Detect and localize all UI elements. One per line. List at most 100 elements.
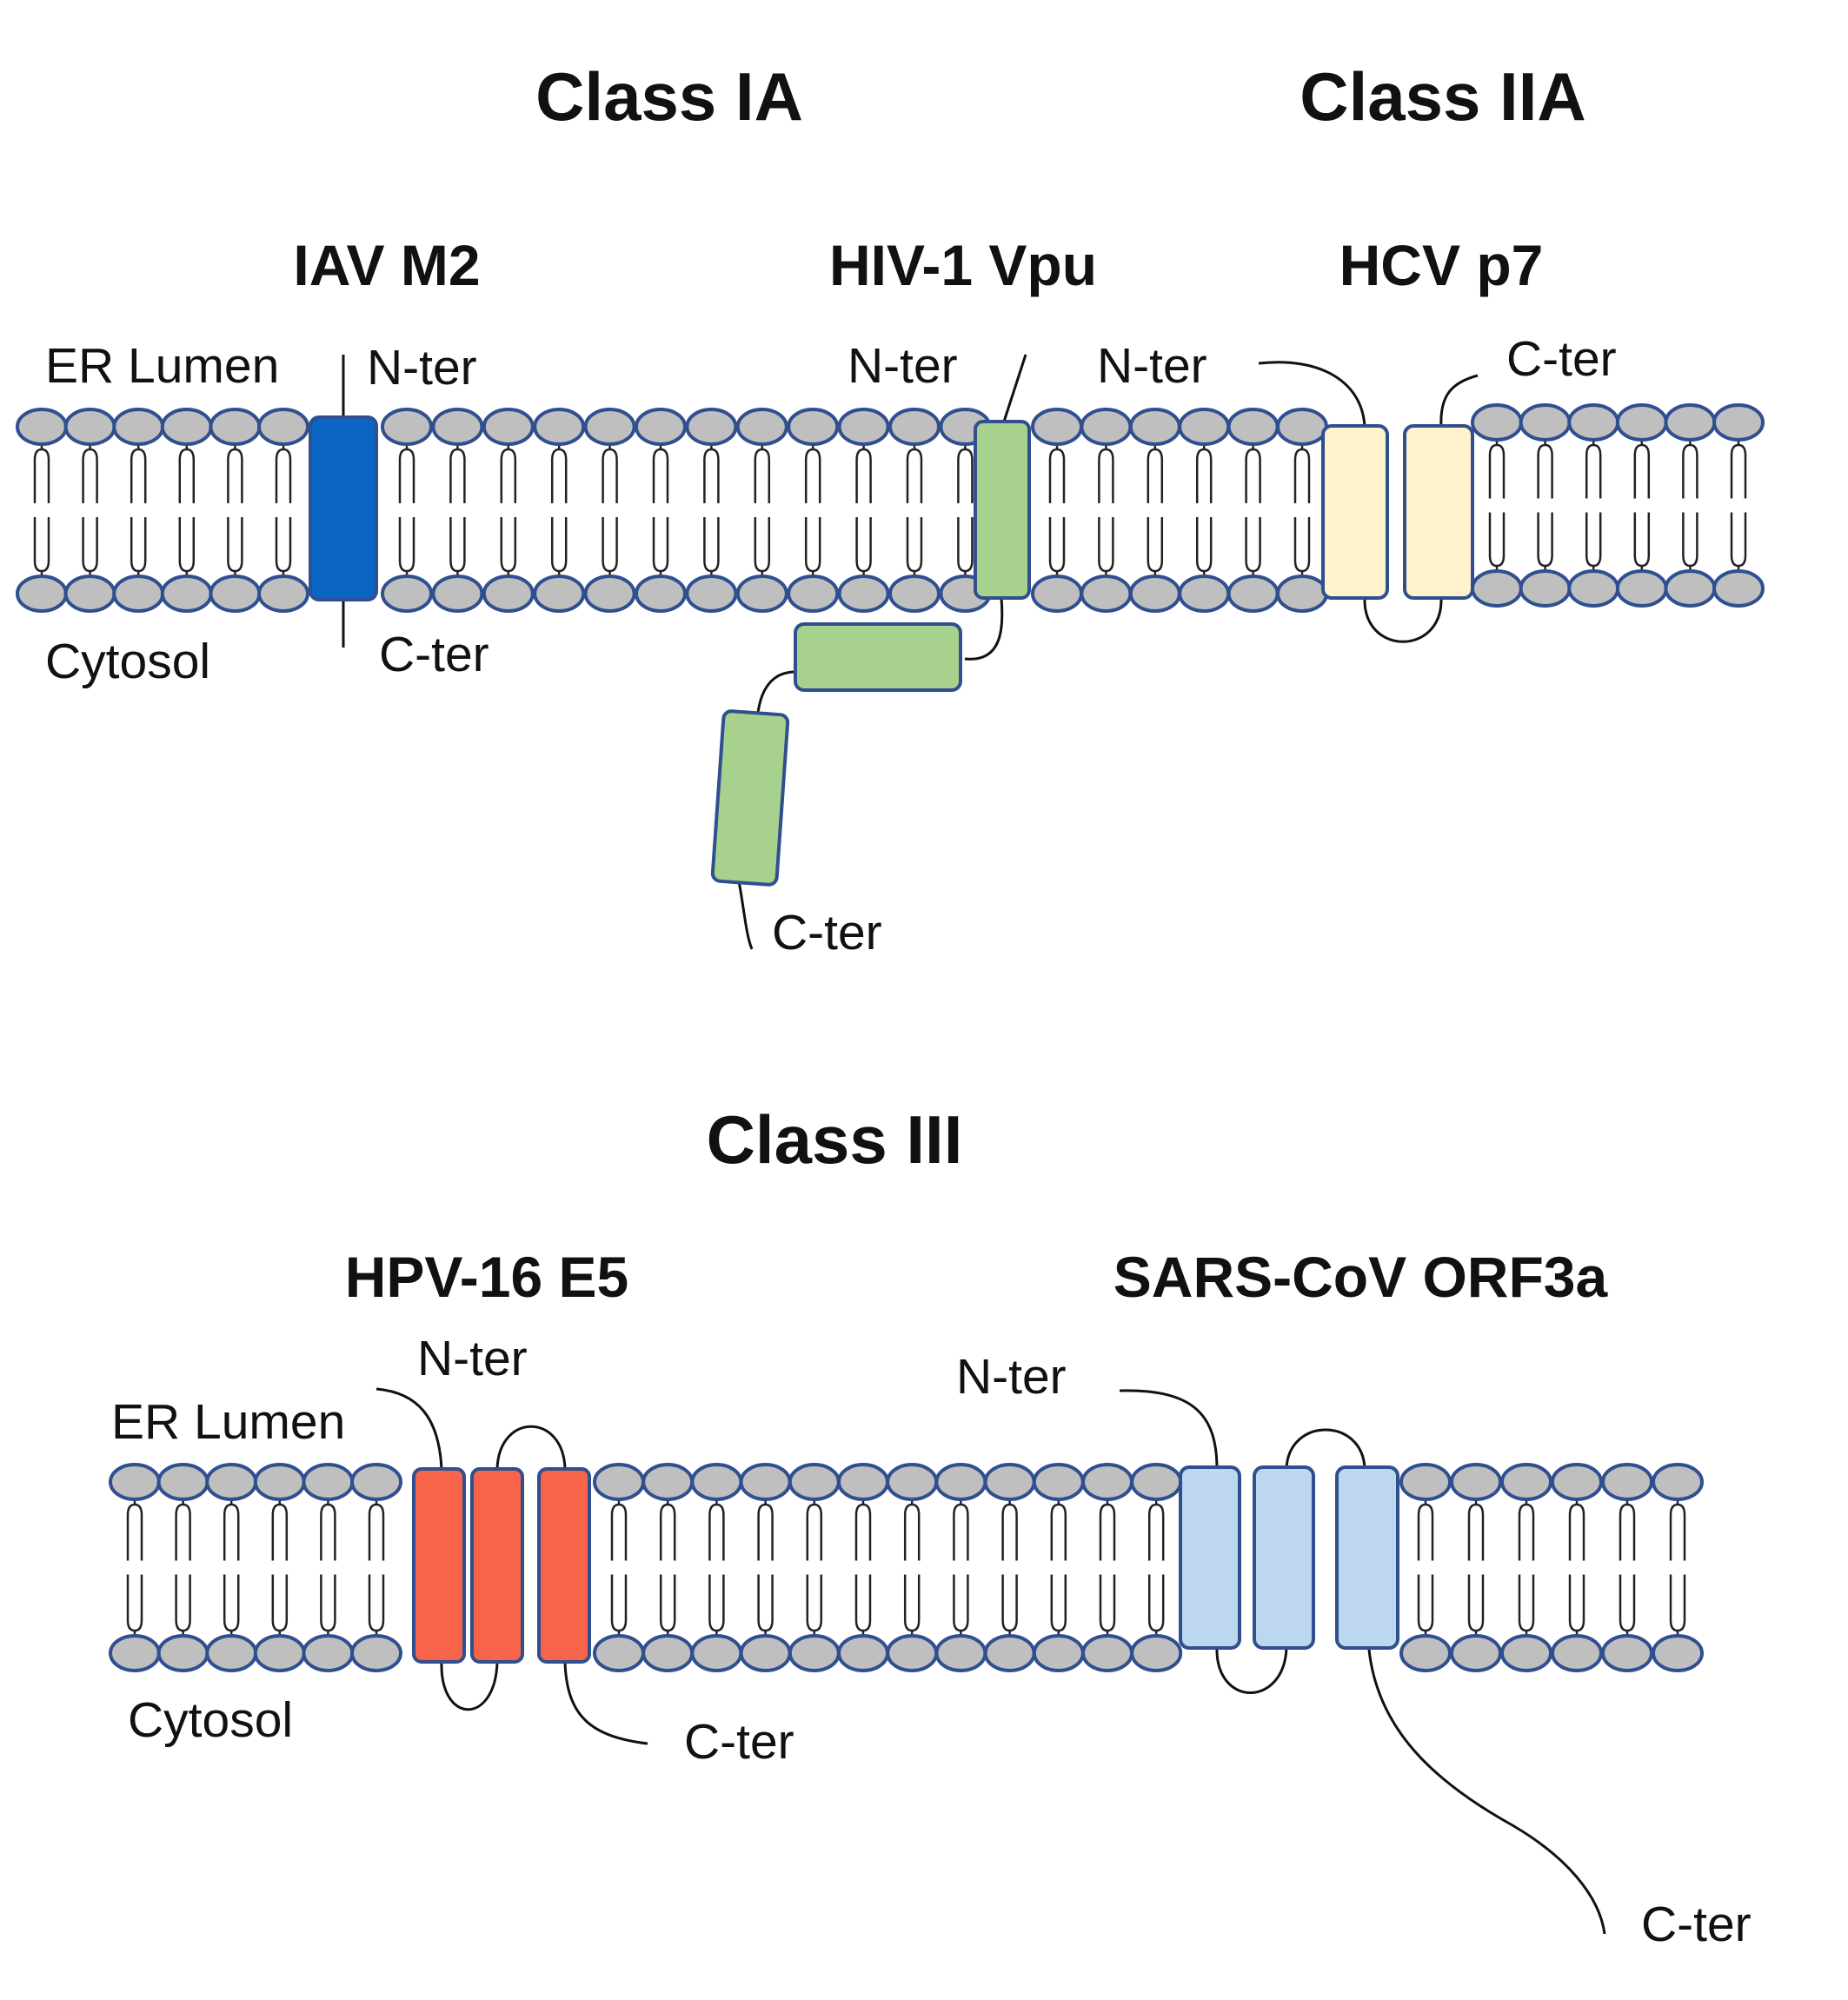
lipid-tail [957, 448, 974, 503]
lipid-head [1031, 408, 1083, 446]
sars-orf3a-loop-1 [1215, 1646, 1288, 1694]
lipid-tail [652, 517, 669, 573]
lipid-head [1276, 575, 1328, 613]
lipid-head [837, 575, 890, 613]
lipid-head [209, 408, 262, 446]
lipid-tail [610, 1503, 628, 1561]
lipid-tail [1669, 1574, 1686, 1632]
lipid-head [837, 408, 890, 446]
lipid-tail [33, 517, 50, 573]
class-iia-title: Class IIA [1300, 58, 1585, 135]
lipid-tail [130, 448, 147, 503]
lipid-tail [175, 1574, 191, 1632]
lipid-head [1712, 569, 1765, 608]
lipid-tail [1417, 1503, 1434, 1561]
lipid-tail [223, 1574, 240, 1632]
sars-orf3a-n-tail [1119, 1389, 1219, 1470]
lipid-tail [957, 517, 974, 573]
lipid-head [1081, 1463, 1133, 1501]
lipid-head [1615, 569, 1668, 608]
lipid-tail [1467, 1503, 1485, 1561]
lipid-head [983, 1634, 1036, 1672]
lipid-head [1450, 1463, 1502, 1501]
lipid-head [63, 408, 116, 446]
lipid-head [482, 575, 535, 613]
lipid-head [735, 408, 788, 446]
lipid-tail [178, 517, 196, 573]
er-lumen-label-top: ER Lumen [45, 338, 279, 394]
hcv-p7-loop [1363, 597, 1443, 643]
lipid-head [1664, 403, 1717, 442]
lipid-head [1567, 403, 1620, 442]
lipid-tail [1730, 512, 1747, 568]
lipid-head [1226, 408, 1280, 446]
lipid-tail [906, 517, 923, 573]
lipid-head [1276, 408, 1328, 446]
lipid-tail [610, 1574, 628, 1632]
lipid-head [593, 1463, 645, 1501]
lipid-tail [126, 1503, 143, 1561]
lipid-tail [1048, 517, 1066, 573]
lipid-tail [703, 517, 720, 573]
hcv-p7-label: HCV p7 [1339, 233, 1544, 297]
lipid-head [787, 408, 840, 446]
lipid-tail [223, 1503, 240, 1561]
lipid-head [888, 408, 941, 446]
lipid-tail [1098, 517, 1114, 573]
lipid-head [1032, 1634, 1085, 1672]
lipid-tail [806, 1503, 823, 1561]
lipid-tail [1245, 517, 1261, 573]
lipid-head [205, 1634, 258, 1672]
lipid-head [583, 408, 636, 446]
lipid-head [635, 575, 687, 613]
lipid-tail [130, 517, 147, 573]
lipid-tail [1537, 443, 1553, 499]
lipid-head [690, 1634, 743, 1672]
lipid-tail [550, 517, 568, 573]
lipid-head [160, 408, 213, 446]
hpv-e5-label: HPV-16 E5 [345, 1245, 629, 1309]
lipid-tail [754, 517, 771, 573]
lipid-head [983, 1463, 1036, 1501]
lipid-tail [1099, 1574, 1116, 1632]
hcv-p7-c-ter-label: C-ter [1506, 331, 1617, 387]
lipid-head [109, 1463, 161, 1501]
lipid-head [1032, 1463, 1085, 1501]
lipid-tail [1488, 512, 1506, 568]
lipid-tail [1417, 1574, 1434, 1632]
lipid-head [302, 1463, 355, 1501]
class-ia-title: Class IA [535, 58, 803, 135]
lipid-tail [1048, 448, 1066, 503]
hiv-vpu-cytoplasmic-helix-1 [794, 622, 962, 692]
lipid-tail [806, 1574, 823, 1632]
lipid-head [685, 575, 738, 613]
sars-orf3a-label: SARS-CoV ORF3a [1113, 1245, 1609, 1309]
lipid-tail [903, 1574, 921, 1632]
sars-orf3a-tm-helix-3 [1335, 1465, 1399, 1650]
lipid-tail [449, 517, 466, 573]
lipid-tail [398, 517, 415, 573]
lipid-tail [1568, 1503, 1585, 1561]
lipid-tail [804, 448, 821, 503]
lipid-head [16, 408, 68, 446]
lipid-tail [126, 1574, 143, 1632]
lipid-head [156, 1463, 209, 1501]
sars-orf3a-c-tail [1367, 1649, 1606, 1935]
hiv-vpu-label: HIV-1 Vpu [829, 233, 1097, 297]
lipid-head [1080, 575, 1133, 613]
lipid-head [431, 575, 484, 613]
lipid-tail [1518, 1574, 1535, 1632]
lipid-tail [320, 1503, 336, 1561]
lipid-head [1601, 1634, 1653, 1672]
lipid-head [257, 575, 309, 613]
hpv-e5-loop-2 [495, 1425, 567, 1470]
lipid-head [381, 408, 433, 446]
lipid-head [1615, 403, 1668, 442]
hiv-vpu-cytoplasmic-helix-2 [710, 709, 790, 887]
lipid-head [112, 575, 165, 613]
lipid-head [350, 1634, 402, 1672]
lipid-head [787, 575, 840, 613]
lipid-head [1652, 1634, 1704, 1672]
lipid-head [934, 1463, 987, 1501]
lipid-tail [708, 1574, 725, 1632]
